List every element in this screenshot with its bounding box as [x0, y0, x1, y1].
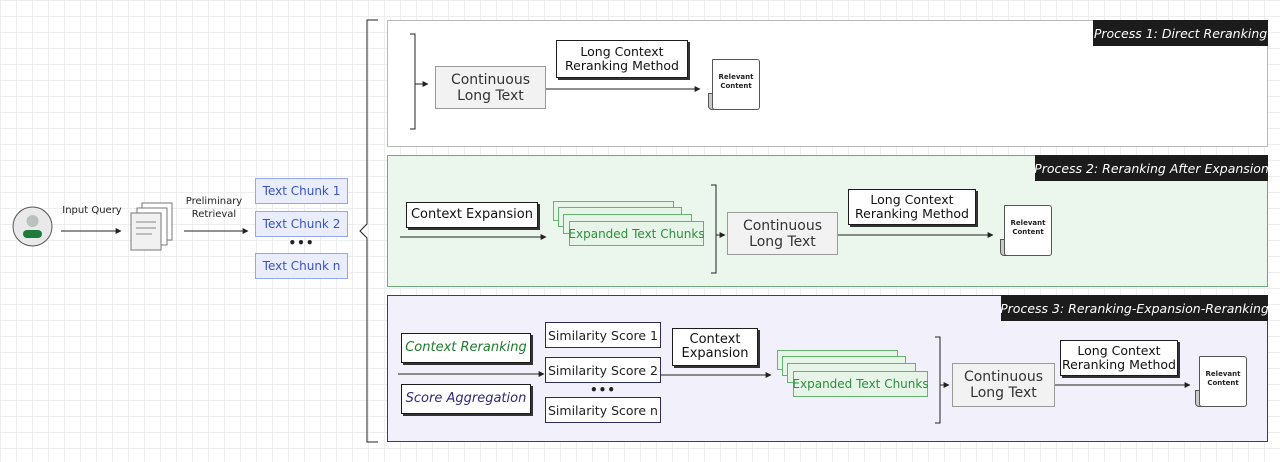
process-2-title: Process 2: Reranking After Expansion — [1034, 155, 1269, 181]
process-1-reranking-method: Long Context Reranking Method — [556, 40, 688, 78]
similarity-score-2: Similarity Score 2 — [545, 357, 661, 383]
similarity-ellipsis: ••• — [589, 383, 616, 397]
process-2-continuous-long-text: Continuous Long Text — [727, 212, 838, 255]
process-1-continuous-long-text: Continuous Long Text — [435, 66, 546, 109]
main-brace — [359, 19, 378, 443]
process-3-bracket — [935, 336, 941, 424]
preliminary-retrieval-label: Preliminary Retrieval — [185, 196, 243, 220]
process-2-reranking-method: Long Context Reranking Method — [848, 189, 976, 225]
text-chunk-1: Text Chunk 1 — [255, 178, 348, 204]
process-1-title: Process 1: Direct Reranking — [1093, 20, 1268, 46]
process-3-continuous-long-text: Continuous Long Text — [952, 363, 1055, 407]
process-2-expanded-text-chunks: Expanded Text Chunks — [568, 221, 705, 246]
process-1-bracket — [410, 33, 416, 130]
similarity-score-n: Similarity Score n — [545, 397, 661, 423]
process-3-title: Process 3: Reranking-Expansion-Reranking — [1000, 295, 1269, 321]
input-query-label: Input Query — [62, 205, 122, 216]
chunks-ellipsis: ••• — [288, 236, 315, 250]
text-chunk-2: Text Chunk 2 — [255, 211, 348, 237]
process-2-relevant-content: Relevant Content — [999, 205, 1053, 259]
process-3-expanded-text-chunks: Expanded Text Chunks — [792, 371, 929, 397]
process-3-relevant-label: Relevant Content — [1205, 370, 1241, 387]
process-3-relevant-content: Relevant Content — [1194, 356, 1248, 410]
process-2-context-expansion: Context Expansion — [406, 202, 538, 228]
process-3-reranking-method: Long Context Reranking Method — [1060, 340, 1178, 376]
document-stack-icon — [128, 200, 176, 252]
process-1-relevant-label: Relevant Content — [718, 73, 754, 90]
text-chunk-n: Text Chunk n — [255, 253, 348, 279]
process-3-context-expansion: Context Expansion — [672, 328, 758, 366]
user-avatar-icon — [12, 206, 53, 247]
process-3-score-aggregation: Score Aggregation — [401, 384, 531, 414]
process-1-relevant-content: Relevant Content — [707, 59, 761, 113]
process-2-relevant-label: Relevant Content — [1010, 219, 1046, 236]
similarity-score-1: Similarity Score 1 — [545, 322, 661, 348]
process-3-context-reranking: Context Reranking — [401, 333, 531, 363]
process-2-bracket — [711, 184, 717, 274]
